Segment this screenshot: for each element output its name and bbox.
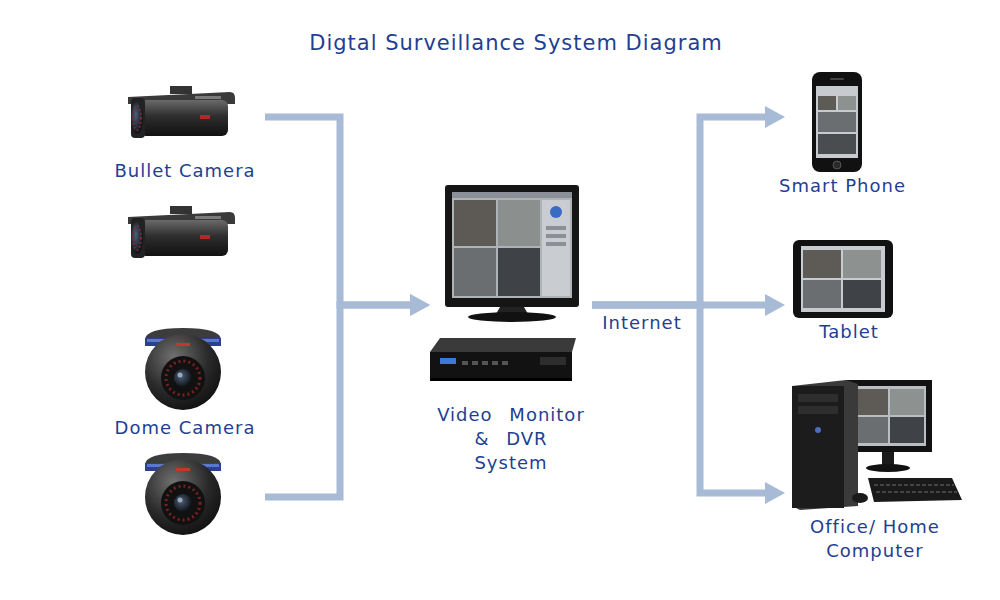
smart-phone xyxy=(812,72,862,172)
tablet xyxy=(803,250,841,278)
bullet-camera xyxy=(131,98,145,138)
desktop-computer xyxy=(882,452,894,466)
dvr-recorder xyxy=(472,361,478,365)
dome-camera xyxy=(176,343,190,346)
tablet xyxy=(843,280,881,308)
desktop-computer xyxy=(792,380,858,510)
video-monitor xyxy=(498,200,540,246)
video-monitor xyxy=(546,234,566,238)
diagram-title: Digtal Surveillance System Diagram xyxy=(216,30,816,56)
tablet xyxy=(793,240,893,318)
device-node: Tablet xyxy=(785,235,913,345)
dvr-recorder xyxy=(492,361,498,365)
bullet-camera xyxy=(131,102,143,134)
dvr-recorder xyxy=(430,338,576,352)
video-monitor xyxy=(454,200,496,246)
dome-camera xyxy=(166,361,200,395)
node-label: Dome Camera xyxy=(105,416,265,440)
dvr-recorder xyxy=(430,352,572,378)
smart-phone xyxy=(838,96,856,110)
dome-camera xyxy=(161,356,205,400)
desktop-computer xyxy=(798,406,838,414)
tablet xyxy=(793,240,893,318)
bullet-camera xyxy=(128,86,235,138)
dome-camera xyxy=(178,373,183,378)
dvr-recorder xyxy=(430,378,572,381)
video-monitor xyxy=(452,192,572,298)
desktop-computer xyxy=(874,485,957,492)
video-monitor xyxy=(454,248,496,296)
bullet-camera xyxy=(140,100,228,136)
smart-phone xyxy=(833,161,841,169)
desktop-computer xyxy=(815,427,821,433)
dvr-recorder xyxy=(430,338,576,381)
bullet-camera xyxy=(200,115,210,119)
device-node: Bullet Camera xyxy=(105,82,265,267)
bullet-camera xyxy=(170,86,192,94)
node-label: Tablet xyxy=(749,320,949,344)
node-label: Video Monitor & DVR System xyxy=(434,403,589,475)
desktop-computer xyxy=(854,417,888,443)
desktop-computer xyxy=(890,417,924,443)
dome-camera xyxy=(145,328,221,410)
tablet xyxy=(843,250,881,278)
dvr-recorder xyxy=(482,361,488,365)
video-monitor xyxy=(445,185,579,322)
bullet-camera xyxy=(128,206,235,258)
connector-arrow xyxy=(265,117,418,305)
bullet-camera xyxy=(133,106,141,130)
desktop-computer xyxy=(792,380,962,510)
desktop-computer xyxy=(798,394,838,402)
dome-camera xyxy=(174,369,192,387)
tablet xyxy=(803,280,841,308)
video-monitor xyxy=(498,248,540,296)
dvr-recorder xyxy=(462,361,468,365)
desktop-computer xyxy=(852,386,926,446)
video-monitor xyxy=(452,192,572,198)
dome-camera xyxy=(145,334,221,410)
desktop-computer xyxy=(846,380,932,452)
device-node: Smart Phone xyxy=(785,65,900,200)
connector-arrow xyxy=(592,305,773,493)
dvr-recorder xyxy=(440,358,456,364)
connector-arrow xyxy=(265,305,418,497)
desktop-computer xyxy=(852,493,868,503)
device-node: Office/ Home Computer xyxy=(785,375,965,570)
smart-phone xyxy=(818,134,856,154)
desktop-computer xyxy=(868,478,962,502)
smart-phone xyxy=(830,78,844,80)
node-label: Bullet Camera xyxy=(105,159,265,183)
video-monitor xyxy=(542,200,570,296)
video-monitor xyxy=(550,206,562,218)
device-node: Video Monitor & DVR System xyxy=(430,180,592,480)
desktop-computer xyxy=(866,464,910,472)
smart-phone xyxy=(812,72,862,172)
dvr-recorder xyxy=(502,361,508,365)
video-monitor xyxy=(546,242,566,246)
node-label: Smart Phone xyxy=(743,174,943,198)
node-label: Office/ Home Computer xyxy=(804,515,946,563)
dome-camera xyxy=(145,453,221,535)
video-monitor xyxy=(445,185,579,307)
edge-label: Internet xyxy=(592,311,692,335)
connector-arrow xyxy=(592,117,773,305)
smart-phone xyxy=(818,112,856,132)
desktop-computer xyxy=(792,386,844,508)
desktop-computer xyxy=(854,389,888,415)
desktop-computer xyxy=(890,389,924,415)
connectors xyxy=(265,117,773,497)
video-monitor xyxy=(468,312,556,322)
smart-phone xyxy=(816,86,858,158)
bullet-camera xyxy=(195,96,221,99)
smart-phone xyxy=(818,96,836,110)
tablet xyxy=(801,246,885,312)
device-node: Dome Camera xyxy=(105,325,265,535)
dvr-recorder xyxy=(540,357,566,365)
video-monitor xyxy=(546,226,566,230)
